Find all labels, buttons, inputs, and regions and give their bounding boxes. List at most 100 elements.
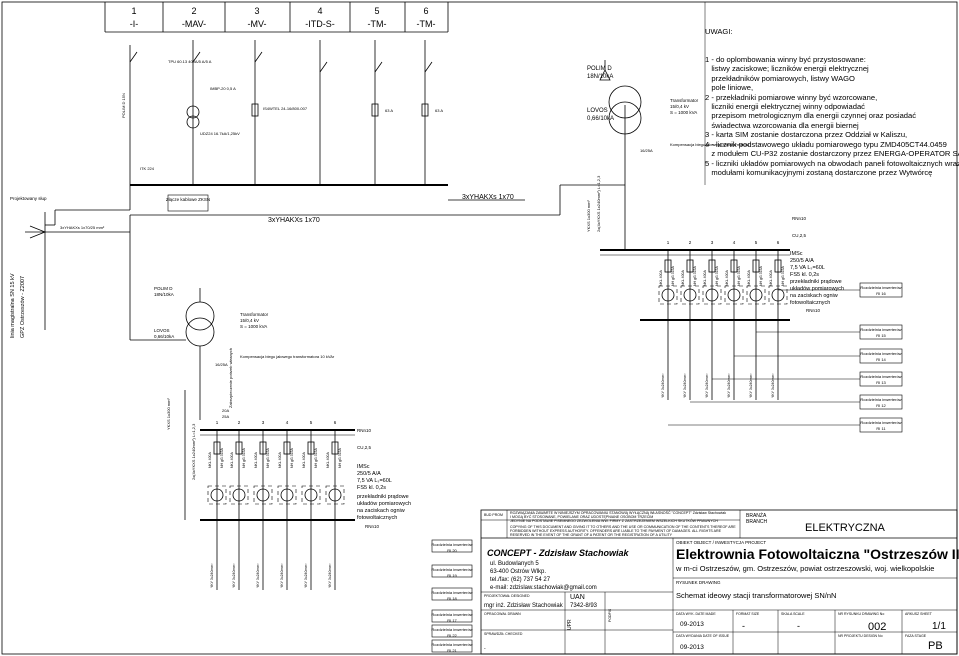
feeder-fuse: [708, 259, 716, 273]
feeder-kb: NH gG 315A: [242, 447, 246, 468]
meter-ct: [280, 488, 294, 502]
cu-right: CU,2,5: [792, 233, 807, 238]
inverter-box: [431, 639, 473, 653]
note-line: 5 - liczniki układów pomiarowych na obwo…: [705, 158, 959, 168]
meter-box: [746, 285, 766, 305]
ct-bottom-4: fotowoltaicznych: [357, 515, 397, 521]
tb-dwg-no-label: NR RYSUNKU DRAWING No: [838, 612, 885, 616]
meter-ct: [705, 288, 719, 302]
rdn-bottom: RNn10: [365, 524, 380, 529]
header-col-num: 5: [374, 6, 379, 16]
own-use: Zabezpieczenie potrzeb własnych: [228, 348, 233, 408]
header-col-num: 1: [131, 6, 136, 16]
bus-b-right: 2x(4xYKXS 1x240mm²) L=1,2,3: [596, 175, 601, 232]
tb-uan: UAN: [570, 594, 585, 601]
meter-ct: [328, 488, 342, 502]
imsc-right-3: 7,5 VA Lₛ=60L: [790, 265, 825, 271]
imsc-bottom-4: FS5 kl. 0,2s: [357, 485, 386, 491]
tb-uan-no: 7342-8/93: [570, 603, 598, 609]
rn-bottom: RNn10: [357, 428, 372, 433]
meter-box: [768, 285, 788, 305]
trafo-bottom-1: Transformator: [240, 312, 269, 317]
feeder-number: 5: [310, 420, 313, 425]
cable-main2-label: 3xYHAKXs 1x70: [462, 194, 514, 201]
imsc-bottom-3: 7,5 VA Lₛ=60L: [357, 478, 392, 484]
tb-sheet-label: ARKUSZ SHEET: [905, 612, 932, 616]
meter-ct: [256, 488, 270, 502]
header-col-num: 3: [254, 6, 259, 16]
feeder-number: 5: [755, 240, 758, 245]
fuse-bottom: 16/25A: [215, 362, 228, 367]
header-col-num: 4: [317, 6, 322, 16]
tb-checked-label: SPRAWDZIŁ CHECKED: [484, 632, 523, 636]
meter-ct: [661, 288, 675, 302]
meter-ct: [683, 288, 697, 302]
note-line: świadectwa wzorcowania dla energii biern…: [705, 120, 859, 130]
header-col-code: -I-: [130, 19, 139, 29]
ct-bottom-2: układów pomiarowych: [357, 501, 411, 507]
feeder-ka: NKL 400A: [208, 452, 212, 468]
feeder-ka: NKL 400A: [278, 452, 282, 468]
tb-issue-label: DATA WYDANIA DATE OF ISSUE: [676, 634, 730, 638]
tb-project-title: Elektrownia Fotowoltaiczna "Ostrzeszów I…: [676, 546, 959, 562]
own-fuse-2: 25A: [222, 414, 229, 419]
inverter-box-id: RI 19: [447, 573, 457, 578]
tb-addr-1: ul. Budowlanych 5: [490, 561, 539, 567]
meter-ct: [304, 488, 318, 502]
inverter-box-title: Rozdzielnia inwerterów: [431, 542, 472, 547]
note-line: z modułem CU-P32 zostanie dostarczony pr…: [705, 149, 959, 159]
note-line: 1 - do oplombowania winny być przystosow…: [705, 55, 866, 65]
lovos-top-2: 0,66/10kA: [587, 116, 614, 122]
feeder-number: 1: [216, 420, 219, 425]
tb-object-label: OBIEKT OBJECT / INWESTYCJA PROJECT: [676, 540, 767, 545]
header-col-code: -MV-: [248, 19, 267, 29]
tb-dwg-no: 002: [868, 621, 887, 633]
feeder-fuse: [259, 441, 267, 455]
feeder-fuse: [307, 441, 315, 455]
meter-box: [301, 485, 321, 505]
meter-box: [229, 485, 249, 505]
rn-right: RNn10: [792, 216, 807, 221]
feeder-ka: NKL 400A: [326, 452, 330, 468]
feeder-cable: YKY 3x240mm²: [256, 563, 260, 588]
note-line: 3 - karta SIM zostanie dostarczona przez…: [705, 130, 908, 140]
inverter-box-title: Rozdzielnia inwerterów: [431, 567, 472, 572]
polim-top-1: POLIM D: [587, 66, 612, 72]
inverter-box: [431, 539, 473, 553]
tb-dash1: -: [742, 621, 745, 631]
inverter-box-id: RI 12: [876, 403, 886, 408]
right-busbar: YKXS 1x300 mm² 2x(4xYKXS 1x240mm²) L=1,2…: [586, 175, 844, 321]
meter-ct: [771, 288, 785, 302]
feeder-fuse: [686, 259, 694, 273]
inverter-box-id: RI 16: [876, 291, 886, 296]
feeder-kb: NH gG 315A: [220, 447, 224, 468]
trafo-top-2: 15/0,4 kV: [670, 104, 689, 109]
meter-ct: [210, 488, 224, 502]
meter-box: [724, 285, 744, 305]
inverter-box-title: Rozdzielnia inwerterów: [860, 351, 901, 356]
line-cable-label: 3xYHAKXs 1x70/25 mm²: [60, 225, 105, 230]
feeder-kb: NH gG 315A: [781, 265, 785, 286]
tb-scale-label: SKALA SCALE: [781, 612, 805, 616]
feeder-fuse: [730, 259, 738, 273]
ct-right-3: na zaciskach ogniw: [790, 293, 838, 299]
tb-drawing-label: RYSUNEK DRAWING: [676, 580, 721, 585]
feeder-fuse: [774, 259, 782, 273]
meter-ct: [232, 488, 246, 502]
feeder-number: 6: [777, 240, 780, 245]
line-section: Projektowany słup 3xYHAKXs 1x70/25 mm² l…: [10, 196, 130, 338]
feeder-ka: NKL 400A: [230, 452, 234, 468]
feeder-cable: YKY 3x240mm²: [749, 373, 753, 398]
feeder-kb: NH gG 315A: [290, 447, 294, 468]
lovos-bottom-1: LOVOS: [154, 328, 170, 333]
tb-addr-2: 63-400 Ostrów Wlkp.: [490, 569, 547, 575]
feeder-kb: NH gG 315A: [693, 265, 697, 286]
note-line: listwy zaciskowe; liczników energii elek…: [705, 64, 869, 74]
ct-right-1: przekładniki prądowe: [790, 279, 842, 285]
col2-text: TPU 60.13 400A/5 A/5 A: [168, 59, 212, 64]
tb-date-label: DATA WYK. DATE MADE: [676, 612, 716, 616]
cu-bottom: CU,2,5: [357, 445, 372, 450]
note-line: przepisom metrologicznym dla energii czy…: [705, 111, 917, 121]
